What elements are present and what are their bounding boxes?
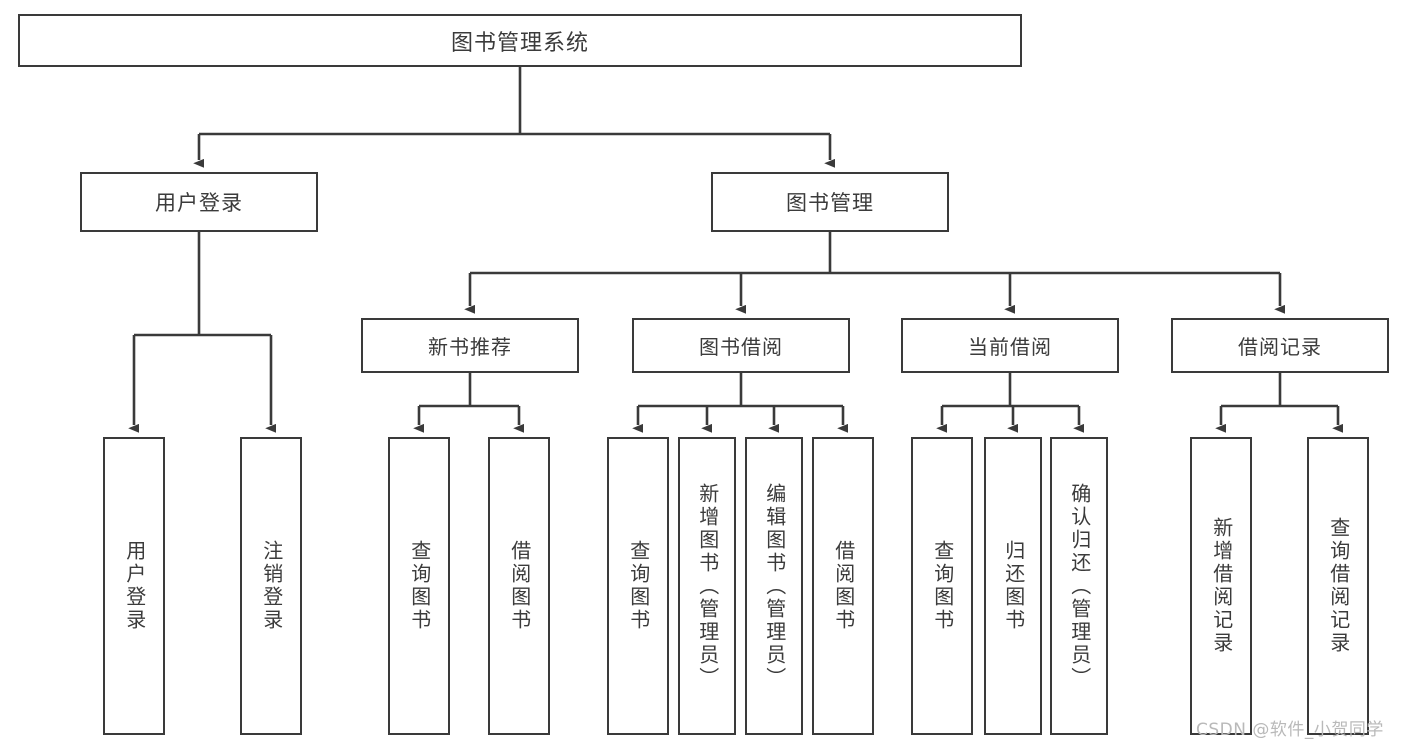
leaf-borrow-book-2-label: 借阅图书: [831, 540, 856, 632]
leaf-logout[interactable]: 注销登录: [240, 437, 302, 735]
node-user-login-label: 用户登录: [155, 191, 243, 215]
node-root-label: 图书管理系统: [450, 30, 589, 56]
node-user-login[interactable]: 用户登录: [80, 172, 318, 232]
leaf-edit-book[interactable]: 编辑图书（管理员）: [745, 437, 803, 735]
leaf-user-login-label: 用户登录: [122, 540, 147, 632]
leaf-edit-book-label: 编辑图书（管理员）: [762, 482, 787, 690]
leaf-return-book-label: 归还图书: [1001, 540, 1026, 632]
leaf-query-book-1[interactable]: 查询图书: [388, 437, 450, 735]
node-borrow-record[interactable]: 借阅记录: [1171, 318, 1389, 373]
leaf-add-book[interactable]: 新增图书（管理员）: [678, 437, 736, 735]
leaf-query-book-2-label: 查询图书: [626, 540, 651, 632]
leaf-user-login[interactable]: 用户登录: [103, 437, 165, 735]
leaf-add-record-label: 新增借阅记录: [1209, 517, 1234, 655]
leaf-logout-label: 注销登录: [259, 540, 284, 632]
leaf-query-book-3-label: 查询图书: [930, 540, 955, 632]
leaf-confirm-return-label: 确认归还（管理员）: [1067, 482, 1092, 690]
leaf-query-book-3[interactable]: 查询图书: [911, 437, 973, 735]
leaf-query-book-2[interactable]: 查询图书: [607, 437, 669, 735]
leaf-add-record[interactable]: 新增借阅记录: [1190, 437, 1252, 735]
leaf-borrow-book-2[interactable]: 借阅图书: [812, 437, 874, 735]
node-current-borrow[interactable]: 当前借阅: [901, 318, 1119, 373]
leaf-borrow-book-1[interactable]: 借阅图书: [488, 437, 550, 735]
leaf-query-record-label: 查询借阅记录: [1326, 517, 1351, 655]
leaf-confirm-return[interactable]: 确认归还（管理员）: [1050, 437, 1108, 735]
leaf-query-book-1-label: 查询图书: [407, 540, 432, 632]
node-current-borrow-label: 当前借阅: [968, 335, 1052, 359]
leaf-return-book[interactable]: 归还图书: [984, 437, 1042, 735]
node-book-manage[interactable]: 图书管理: [711, 172, 949, 232]
node-new-book-rec[interactable]: 新书推荐: [361, 318, 579, 373]
leaf-query-record[interactable]: 查询借阅记录: [1307, 437, 1369, 735]
leaf-borrow-book-1-label: 借阅图书: [507, 540, 532, 632]
node-borrow-record-label: 借阅记录: [1238, 335, 1322, 359]
node-book-borrow-label: 图书借阅: [699, 335, 783, 359]
node-new-book-rec-label: 新书推荐: [428, 335, 512, 359]
csdn-watermark: CSDN @软件_小贺同学: [1196, 720, 1384, 740]
node-book-manage-label: 图书管理: [786, 191, 874, 215]
node-root[interactable]: 图书管理系统: [18, 14, 1022, 67]
leaf-add-book-label: 新增图书（管理员）: [695, 482, 720, 690]
node-book-borrow[interactable]: 图书借阅: [632, 318, 850, 373]
